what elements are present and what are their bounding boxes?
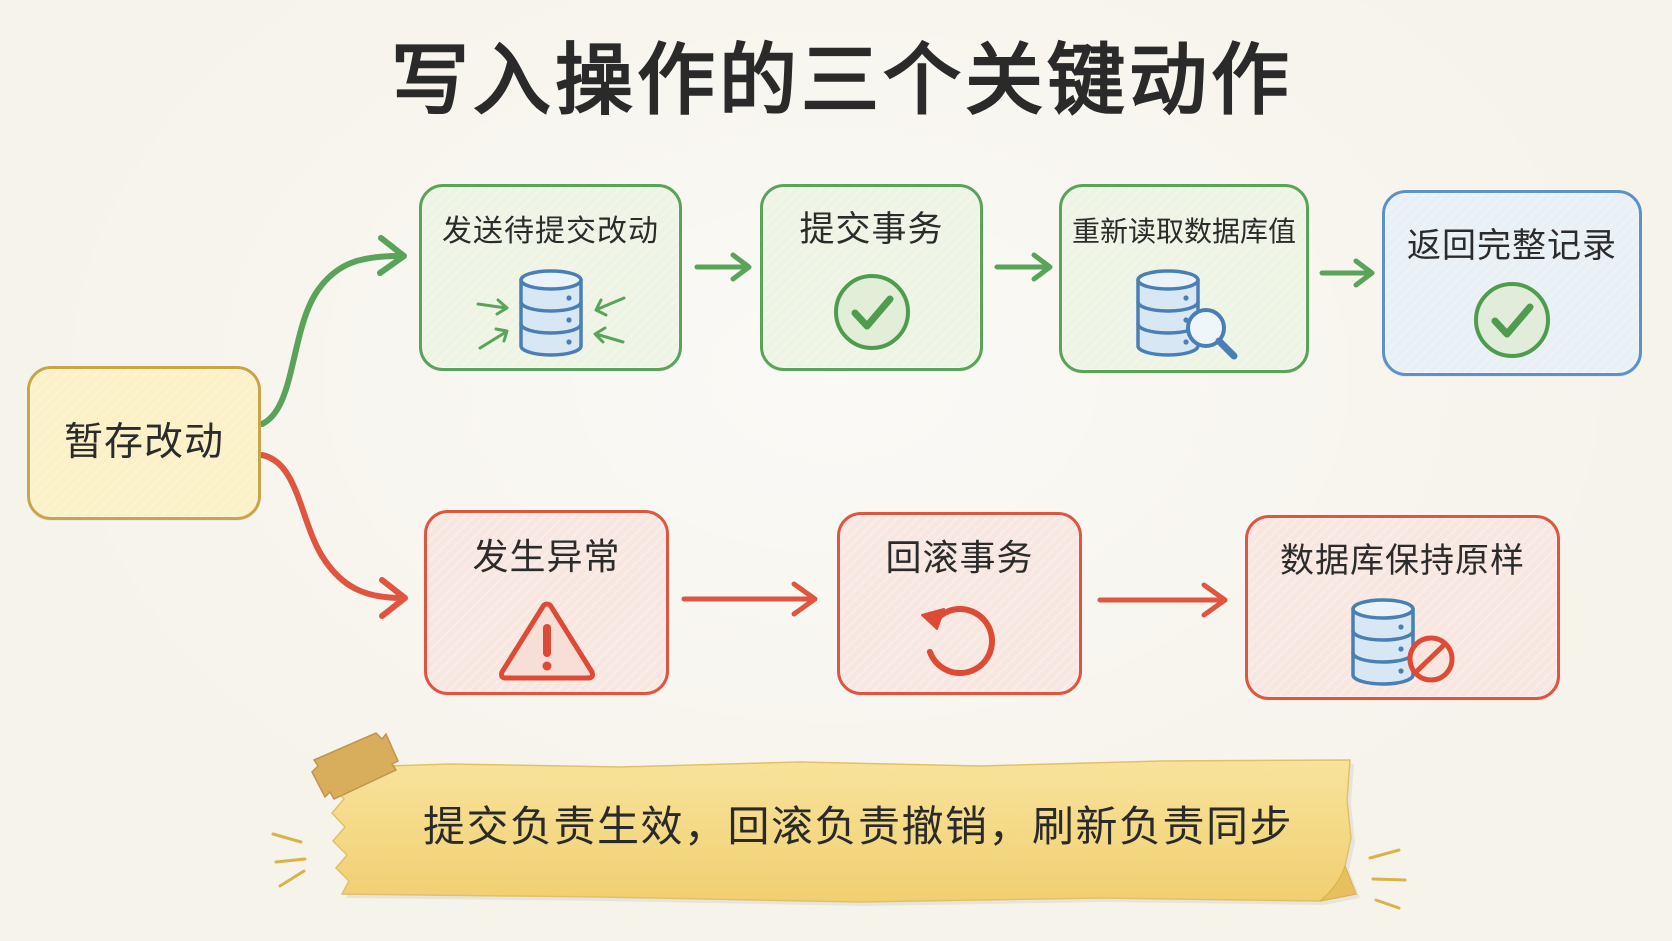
accent-mark — [1374, 898, 1401, 910]
diagram-title: 写入操作的三个关键动作 — [390, 36, 1293, 126]
rollback-icon — [920, 606, 995, 677]
step-rollback-transaction: 回滚事务 — [837, 512, 1082, 695]
tape-paper — [325, 759, 1358, 903]
step-label: 发生异常 — [472, 537, 621, 578]
step-database-unchanged: 数据库保持原样 — [1245, 515, 1560, 700]
database-icon — [1350, 598, 1415, 686]
step-label: 回滚事务 — [885, 538, 1034, 579]
success-arrow-3 — [1319, 258, 1375, 288]
step-return-full-record: 返回完整记录 — [1382, 190, 1642, 376]
step-exception-occurs: 发生异常 — [424, 510, 669, 695]
database-icon — [1136, 269, 1200, 357]
database-blocked-icon — [1350, 598, 1454, 686]
tape-strip — [311, 732, 399, 800]
arrow-head — [730, 252, 752, 282]
accent-mark — [271, 832, 303, 844]
failure-arrow-1 — [681, 581, 818, 617]
start-step-label: 暂存改动 — [63, 420, 224, 465]
database-search-icon — [1136, 269, 1238, 360]
warning-triangle-icon — [498, 601, 595, 681]
check-circle-icon — [1474, 282, 1550, 358]
step-label: 重新读取数据库值 — [1071, 215, 1296, 248]
step-send-pending-changes: 发送待提交改动 — [419, 184, 682, 371]
arrow-head — [1353, 258, 1375, 288]
note-tape — [311, 732, 1360, 906]
accent-mark — [1371, 877, 1407, 882]
database-icon — [518, 269, 583, 357]
step-label: 发送待提交改动 — [442, 214, 659, 249]
database-send-icon — [476, 269, 625, 357]
step-refresh-database-values: 重新读取数据库值 — [1059, 184, 1309, 373]
prohibited-icon — [1407, 635, 1454, 683]
success-branch-connector — [259, 235, 407, 427]
step-label: 提交事务 — [799, 210, 944, 250]
step-label: 返回完整记录 — [1407, 226, 1617, 266]
failure-arrow-2 — [1097, 582, 1228, 618]
accent-mark — [1368, 848, 1401, 860]
failure-branch-connector — [259, 452, 408, 619]
tape-curl — [1319, 864, 1357, 902]
step-commit-transaction: 提交事务 — [760, 184, 983, 371]
note-accent-marks-left — [271, 832, 307, 888]
accent-mark — [278, 869, 306, 888]
success-arrow-2 — [994, 252, 1053, 282]
note-accent-marks-right — [1368, 848, 1407, 910]
step-label: 数据库保持原样 — [1280, 541, 1525, 581]
success-arrow-1 — [694, 252, 752, 282]
success-branch-curve — [259, 253, 403, 427]
inward-arrows-icon — [476, 296, 625, 350]
summary-note-text: 提交负责生效，回滚负责撤销，刷新负责同步 — [422, 802, 1293, 851]
success-branch-arrowhead — [377, 235, 407, 276]
accent-mark — [274, 857, 307, 864]
arrow-head — [1201, 582, 1228, 618]
arrow-head — [791, 581, 818, 617]
magnifier-icon — [1186, 308, 1238, 360]
check-circle-icon — [833, 274, 910, 350]
start-step-stage-changes: 暂存改动 — [27, 366, 261, 520]
failure-branch-curve — [259, 452, 405, 601]
arrow-head — [1031, 252, 1053, 282]
failure-branch-arrowhead — [379, 577, 408, 619]
